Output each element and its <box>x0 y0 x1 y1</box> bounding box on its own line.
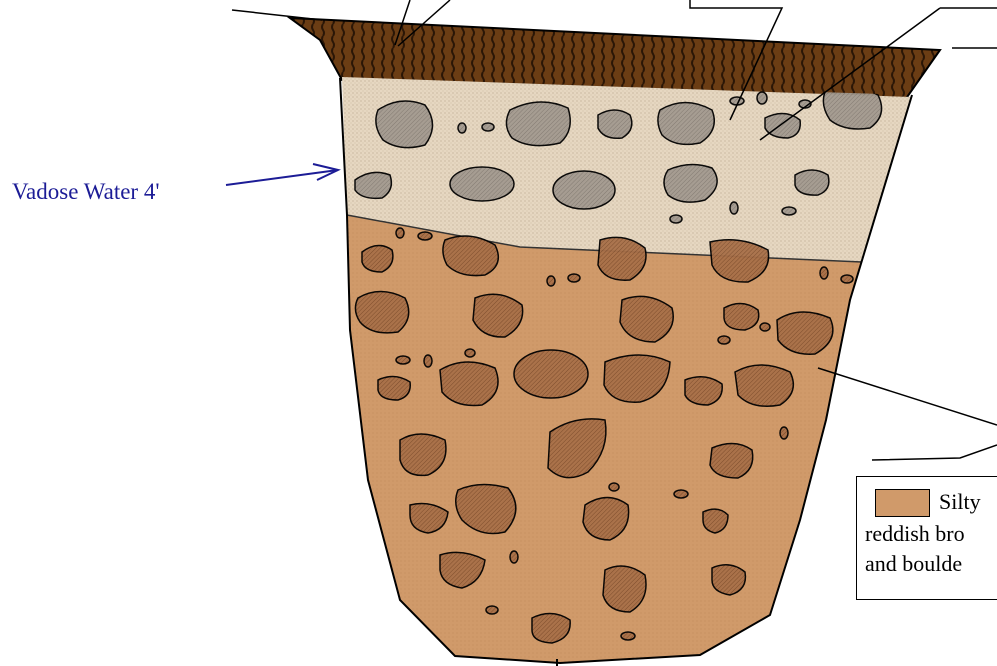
stone <box>735 365 793 406</box>
stone <box>718 336 730 344</box>
vadose-water-label: Vadose Water 4' <box>12 180 160 203</box>
stone <box>396 228 404 238</box>
stone <box>710 443 753 478</box>
stone <box>418 232 432 240</box>
legend-text-line-2: reddish bro <box>865 523 965 545</box>
stone <box>765 113 800 138</box>
legend-swatch-reddish <box>875 489 930 517</box>
stone <box>506 102 570 146</box>
stone <box>568 274 580 282</box>
stone <box>820 267 828 279</box>
stone <box>553 171 615 209</box>
stone <box>760 323 770 331</box>
stone <box>465 349 475 357</box>
stone <box>362 245 393 272</box>
stone <box>486 606 498 614</box>
stone <box>598 110 632 138</box>
callout-line-topsoil <box>232 10 322 20</box>
stone <box>458 123 466 133</box>
stone <box>664 164 717 202</box>
stone <box>355 172 391 198</box>
stone <box>685 377 722 405</box>
stone <box>674 490 688 498</box>
stone <box>712 565 745 595</box>
stone <box>841 275 853 283</box>
stone <box>514 350 588 398</box>
legend-text-line-3: and boulde <box>865 553 962 575</box>
stone <box>450 167 514 201</box>
stone <box>510 551 518 563</box>
stone <box>782 207 796 215</box>
callout-line-reddish <box>818 368 997 460</box>
stone <box>757 92 767 104</box>
stone <box>482 123 494 131</box>
stone <box>730 202 738 214</box>
stone <box>724 303 759 330</box>
legend-text-line-1: Silty <box>939 491 981 513</box>
stone <box>777 312 833 354</box>
stone <box>424 355 432 367</box>
stone <box>795 170 829 195</box>
legend-box: Silty reddish bro and boulde <box>856 476 997 600</box>
stone <box>598 237 646 280</box>
stone <box>780 427 788 439</box>
stone <box>396 356 410 364</box>
stone <box>658 103 714 145</box>
stone <box>670 215 682 223</box>
stone <box>376 101 433 148</box>
stone <box>609 483 619 491</box>
stone <box>440 362 498 406</box>
vadose-water-arrow <box>226 164 338 185</box>
stone <box>547 276 555 286</box>
stone <box>378 376 410 400</box>
stone <box>621 632 635 640</box>
